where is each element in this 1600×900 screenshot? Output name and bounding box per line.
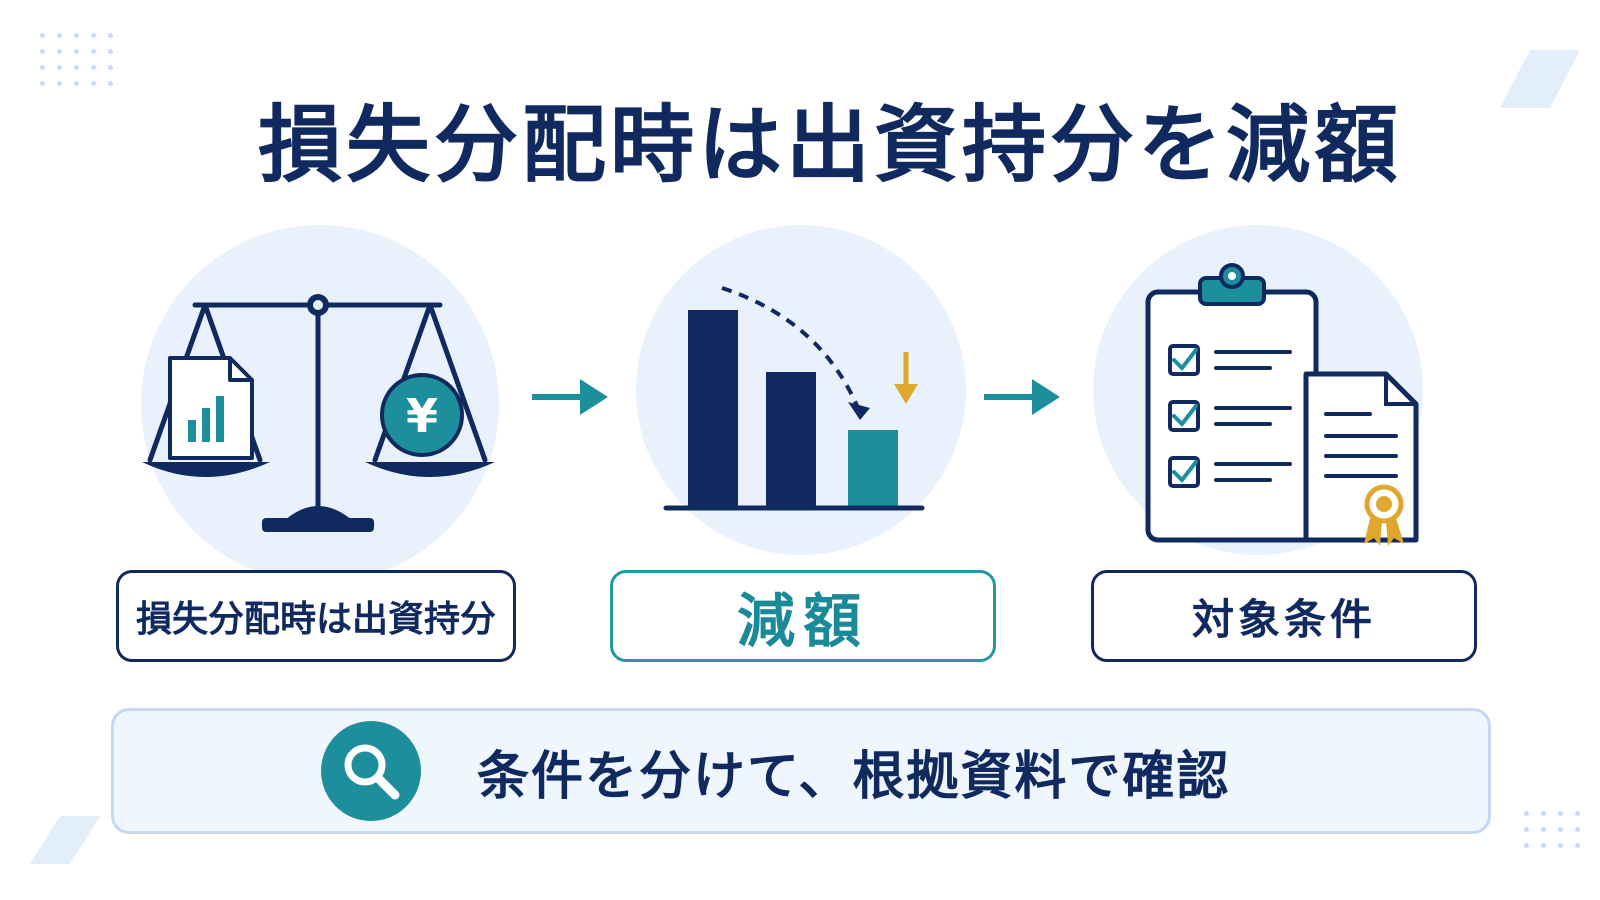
step3-label: 対象条件 bbox=[1091, 570, 1477, 662]
search-icon bbox=[321, 721, 421, 821]
decorative-dots-bottom-right bbox=[1524, 811, 1581, 848]
down-arrow-icon bbox=[894, 352, 918, 404]
document-chart-icon bbox=[168, 356, 254, 460]
arrow-right-icon bbox=[984, 379, 1060, 415]
bottom-note-bar: 条件を分けて、根拠資料で確認 bbox=[111, 708, 1491, 834]
declining-bar-chart-icon bbox=[663, 286, 925, 511]
step1-label: 損失分配時は出資持分 bbox=[116, 570, 516, 662]
step2-label-text: 減額 bbox=[736, 587, 869, 655]
clipboard-checklist-icon bbox=[1145, 263, 1419, 546]
svg-text:¥: ¥ bbox=[406, 389, 438, 443]
balance-scale-icon: ¥ bbox=[142, 294, 495, 532]
decorative-stripe-top-right bbox=[1500, 50, 1580, 108]
step2-label: 減額 bbox=[610, 570, 996, 662]
step1-label-text: 損失分配時は出資持分 bbox=[135, 599, 496, 640]
step3-label-text: 対象条件 bbox=[1191, 594, 1376, 644]
yen-coin-icon: ¥ bbox=[380, 373, 464, 457]
certificate-icon bbox=[1303, 371, 1419, 546]
decorative-stripe-bottom-left bbox=[30, 816, 100, 864]
bottom-note-text: 条件を分けて、根拠資料で確認 bbox=[477, 746, 1231, 807]
page-title: 損失分配時は出資持分を減額 bbox=[257, 96, 1402, 194]
arrow-right-icon bbox=[532, 379, 608, 415]
decorative-dots-top-left bbox=[40, 33, 114, 86]
